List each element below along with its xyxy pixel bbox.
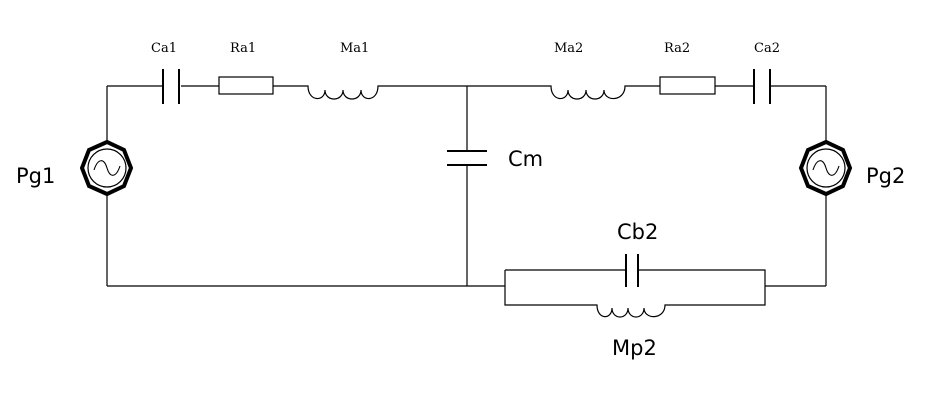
resistor-ra1 — [218, 76, 274, 95]
label-pg2: Pg2 — [866, 164, 905, 188]
resistor-ra2 — [659, 76, 716, 95]
label-cm: Cm — [508, 147, 543, 171]
label-pg1: Pg1 — [16, 164, 55, 188]
label-mp2: Mp2 — [612, 336, 657, 360]
label-ra2: Ra2 — [664, 41, 690, 56]
inductor-mp2 — [594, 304, 668, 318]
wires — [106, 85, 827, 306]
label-ma2: Ma2 — [554, 41, 583, 56]
label-ca1: Ca1 — [151, 41, 177, 56]
inductor-ma2 — [548, 85, 628, 100]
capacitor-ca2 — [753, 69, 771, 104]
label-ra1: Ra1 — [230, 41, 256, 56]
capacitor-cb2 — [625, 254, 639, 287]
parallel-branch — [504, 269, 766, 306]
capacitor-ca1 — [162, 69, 180, 104]
source-pg1 — [79, 139, 134, 197]
inductor-ma1 — [305, 85, 381, 100]
label-ca2: Ca2 — [754, 41, 780, 56]
label-ma1: Ma1 — [340, 41, 369, 56]
label-cb2: Cb2 — [617, 220, 658, 244]
source-pg2 — [798, 139, 853, 197]
capacitor-cm — [447, 150, 487, 166]
